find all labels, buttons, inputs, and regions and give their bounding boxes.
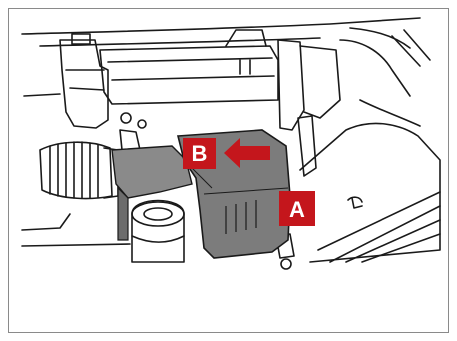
hood-edge xyxy=(22,18,420,34)
cylinder-body xyxy=(132,201,184,263)
bracket-shape xyxy=(112,146,192,198)
callout-a: A xyxy=(279,191,315,226)
reservoir-cap xyxy=(72,34,90,44)
bolt xyxy=(121,113,131,123)
strut-bracket xyxy=(278,40,304,130)
top-box-outline xyxy=(100,46,278,104)
callout-b-label: B xyxy=(192,141,208,166)
callout-a-label: A xyxy=(289,197,305,222)
cylinder-top xyxy=(132,202,184,226)
